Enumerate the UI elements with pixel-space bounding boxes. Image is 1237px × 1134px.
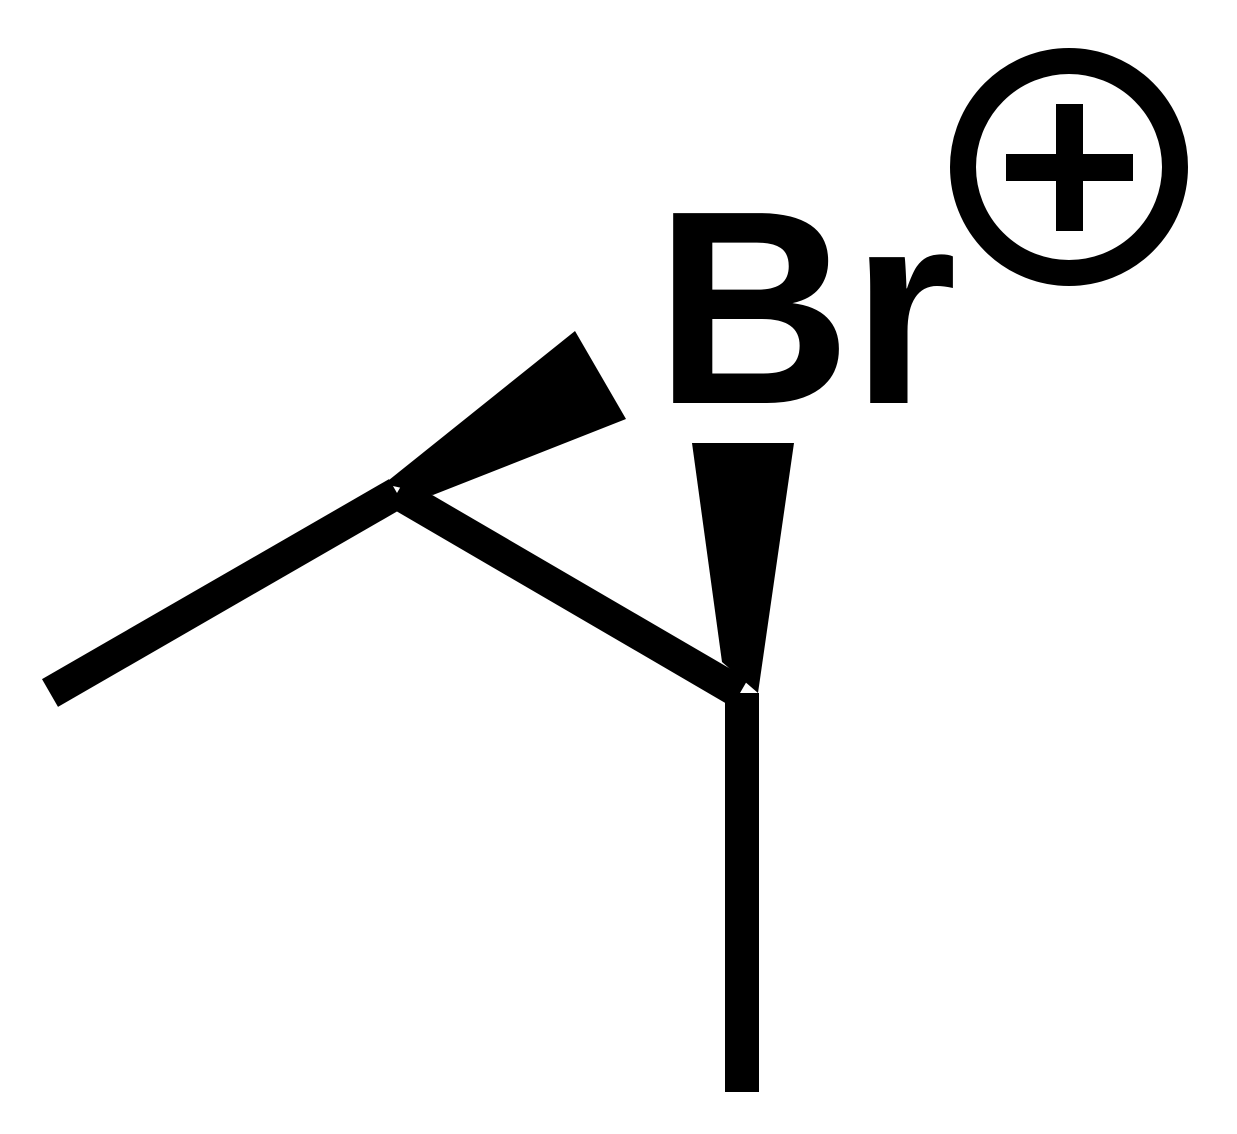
positive-charge-icon: [950, 48, 1188, 286]
bromine-atom-label: Br: [655, 154, 957, 462]
bond-c1-c2: [388, 479, 749, 707]
bond-methyl-left: [42, 479, 405, 707]
wedge-bond-c2-br: [692, 443, 794, 693]
wedge-bond-c1-br: [384, 331, 626, 495]
